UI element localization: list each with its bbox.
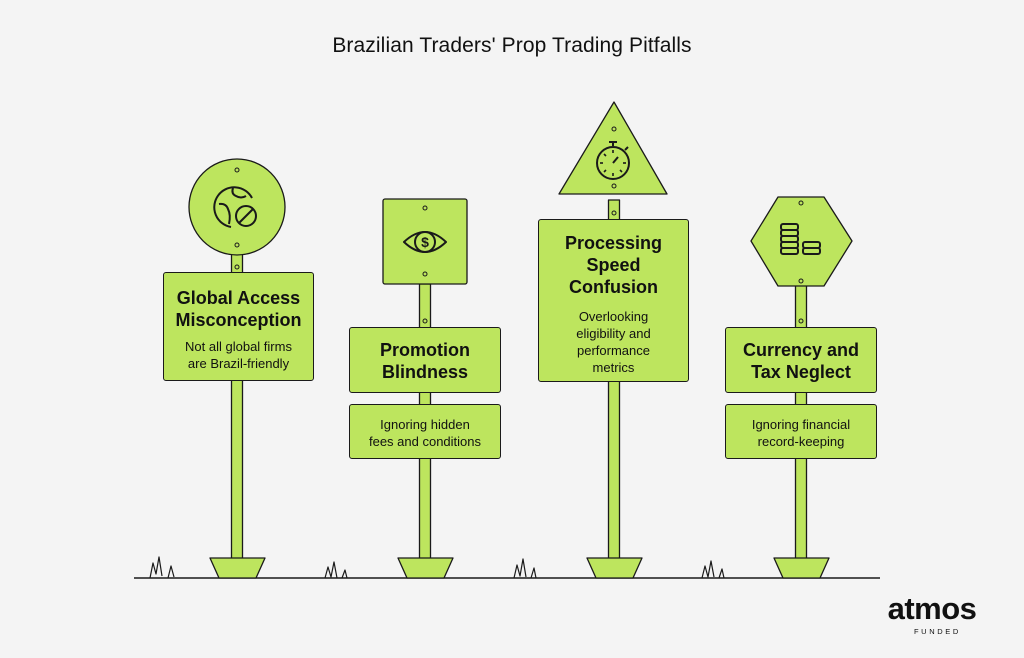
- sign-heading-line: Global Access: [176, 288, 301, 308]
- sign-base: [397, 557, 454, 579]
- atmos-logo: atmos FUNDED: [870, 591, 994, 636]
- sign-heading: Processing Speed Confusion: [539, 232, 688, 298]
- sign-base: [209, 557, 266, 579]
- logo-subtitle: FUNDED: [914, 627, 961, 636]
- sign-description-line: performance: [577, 343, 650, 358]
- sign-heading-line: Currency and: [742, 340, 860, 360]
- grass: [149, 556, 725, 579]
- heading-board-promotion: Promotion Blindness: [349, 327, 501, 393]
- sign-heading-line: Processing: [564, 233, 663, 253]
- sign-heading-line: Promotion: [380, 340, 470, 360]
- sign-heading-line: Tax Neglect: [751, 362, 851, 382]
- sign-description-line: are Brazil-friendly: [187, 356, 290, 371]
- sign-heading-line: Blindness: [381, 362, 469, 382]
- sign-description-line: metrics: [592, 360, 635, 375]
- sign-hexagon: [750, 196, 853, 287]
- label-board-processing: Processing Speed Confusion Overlooking e…: [538, 219, 689, 382]
- sign-circle: [188, 158, 286, 256]
- globe-blocked-icon: [213, 186, 257, 228]
- sign-square: [382, 198, 468, 285]
- description-board-currency: Ignoring financial record-keeping: [725, 404, 877, 459]
- sign-heading-line: Confusion: [569, 277, 658, 297]
- sign-description-line: Overlooking: [578, 309, 649, 324]
- sign-description: Not all global firms are Brazil-friendly: [164, 338, 313, 372]
- sign-description-line: eligibility and: [576, 326, 651, 341]
- sign-description: Ignoring financial record-keeping: [726, 416, 876, 450]
- sign-description-line: record-keeping: [757, 434, 845, 449]
- page-title: Brazilian Traders' Prop Trading Pitfalls: [332, 34, 692, 57]
- svg-text:$: $: [421, 234, 429, 250]
- sign-heading-line: Speed: [586, 255, 641, 275]
- sign-description-line: Ignoring hidden: [380, 417, 470, 432]
- eye-dollar-icon: $: [403, 231, 447, 253]
- description-board-promotion: Ignoring hidden fees and conditions: [349, 404, 501, 459]
- sign-heading: Promotion Blindness: [350, 339, 500, 383]
- sign-heading: Currency and Tax Neglect: [726, 339, 876, 383]
- sign-description-line: Not all global firms: [185, 339, 292, 354]
- sign-base: [586, 557, 643, 579]
- sign-description: Overlooking eligibility and performance …: [539, 308, 688, 376]
- heading-board-currency: Currency and Tax Neglect: [725, 327, 877, 393]
- sign-description: Ignoring hidden fees and conditions: [350, 416, 500, 450]
- sign-description-line: fees and conditions: [368, 434, 482, 449]
- sign-base: [773, 557, 830, 579]
- sign-global-access: [188, 158, 286, 579]
- label-board-global-access: Global Access Misconception Not all glob…: [163, 272, 314, 381]
- sign-description-line: Ignoring financial: [751, 417, 851, 432]
- sign-heading-line: Misconception: [175, 310, 302, 330]
- logo-wordmark: atmos: [887, 591, 977, 626]
- stopwatch-icon: [596, 141, 630, 180]
- sign-heading: Global Access Misconception: [164, 287, 313, 331]
- coin-stacks-icon: [780, 223, 821, 255]
